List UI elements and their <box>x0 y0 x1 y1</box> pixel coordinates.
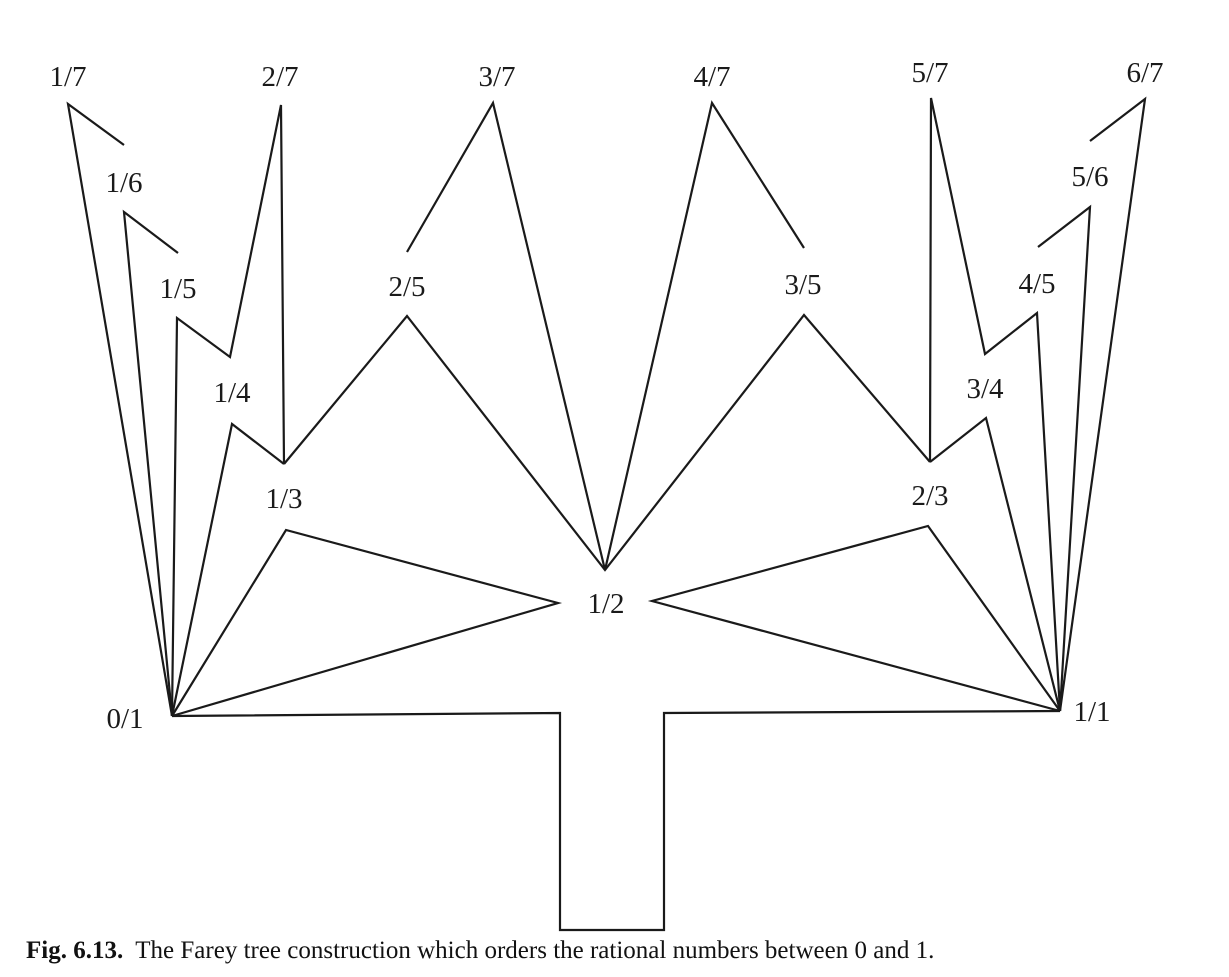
branch-0-1-to-1-6 <box>122 209 179 717</box>
label-1-3: 1/3 <box>265 483 302 515</box>
branch-1-3-to-2-7 <box>170 104 286 717</box>
branch-2-3-to-5-7 <box>928 97 1062 712</box>
trunk <box>171 709 1061 932</box>
label-1-4: 1/4 <box>213 377 251 409</box>
label-2-7: 2/7 <box>261 61 298 93</box>
label-1-7: 1/7 <box>49 61 86 93</box>
caption-label: Fig. 6.13. <box>26 937 124 964</box>
label-1-2: 1/2 <box>587 588 624 620</box>
tree-lines <box>66 96 1147 932</box>
label-4-5: 4/5 <box>1018 268 1055 300</box>
label-5-6: 5/6 <box>1071 161 1108 193</box>
label-4-7: 4/7 <box>693 61 730 93</box>
branch-0-1-to-1-2 <box>171 528 563 718</box>
branch-0-1-to-1-4 <box>170 422 285 717</box>
label-1-5: 1/5 <box>159 273 196 305</box>
label-0-1: 0/1 <box>106 703 143 735</box>
label-5-7: 5/7 <box>911 57 948 89</box>
label-1-6: 1/6 <box>105 167 142 199</box>
branch-1-1-to-5-6 <box>1037 204 1092 712</box>
branch-0-1-to-1-7 <box>66 101 174 717</box>
label-2-3: 2/3 <box>911 480 948 512</box>
label-3-4: 3/4 <box>966 373 1004 405</box>
label-3-7: 3/7 <box>478 61 515 93</box>
label-2-5: 2/5 <box>388 271 425 303</box>
branch-1-2-to-3-7 <box>406 100 805 571</box>
label-6-7: 6/7 <box>1126 57 1163 89</box>
label-1-1: 1/1 <box>1073 696 1110 728</box>
branch-1-1-to-1-2 <box>647 524 1061 713</box>
node-labels: 1/7 2/7 3/7 4/7 5/7 6/7 1/6 5/6 1/5 2/5 … <box>49 57 1163 735</box>
figure-caption: Fig. 6.13. The Farey tree construction w… <box>26 937 934 965</box>
branch-1-1-to-6-7 <box>1058 96 1147 712</box>
branch-1-2-to-2-5 <box>283 313 931 572</box>
label-3-5: 3/5 <box>784 269 821 301</box>
branch-1-1-to-3-4 <box>929 416 1062 712</box>
caption-text: The Farey tree construction which orders… <box>135 937 935 964</box>
